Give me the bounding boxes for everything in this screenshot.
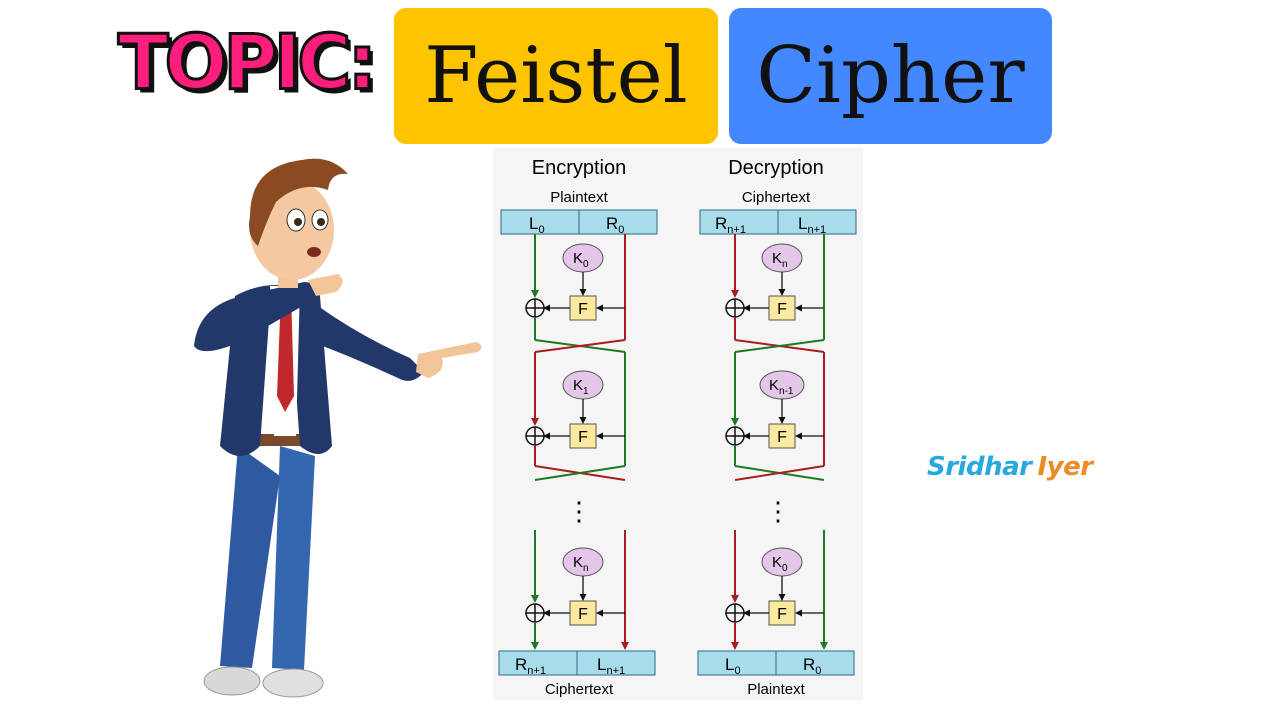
svg-text:F: F <box>777 606 787 623</box>
svg-text:Rn+1: Rn+1 <box>515 655 546 677</box>
svg-text:Kn: Kn <box>772 250 788 270</box>
svg-text:F: F <box>578 606 588 623</box>
svg-text:K1: K1 <box>573 377 589 397</box>
svg-text:F: F <box>578 301 588 318</box>
svg-text:K0: K0 <box>573 250 589 270</box>
feistel-diagram: Encryption Plaintext L0 R0 K0 F <box>493 148 863 700</box>
decryption-round-2: Kn-1 F <box>725 352 825 481</box>
topic-label: TOPIC: <box>116 19 378 107</box>
svg-text:Kn-1: Kn-1 <box>769 377 794 397</box>
encryption-round-n: Kn F <box>525 530 629 650</box>
decryption-ellipsis: ⋮ <box>765 496 791 526</box>
encryption-column: Encryption Plaintext L0 R0 K0 F <box>498 157 658 698</box>
svg-text:R0: R0 <box>803 655 821 677</box>
svg-text:R0: R0 <box>606 214 624 236</box>
svg-text:Kn: Kn <box>573 554 589 574</box>
decryption-output-label: Plaintext <box>747 681 805 698</box>
encryption-output-label: Ciphertext <box>545 681 614 698</box>
title-cipher-box: Cipher <box>729 8 1052 144</box>
svg-text:F: F <box>777 429 787 446</box>
decryption-column: Decryption Ciphertext Rn+1 Ln+1 Kn F <box>697 157 857 698</box>
svg-text:L0: L0 <box>529 214 545 236</box>
decryption-round-n: K0 F <box>725 530 828 650</box>
title-feistel-box: Feistel <box>394 8 718 144</box>
svg-text:Ln+1: Ln+1 <box>798 214 826 236</box>
svg-text:Ln+1: Ln+1 <box>597 655 625 677</box>
businessman-pointing-icon <box>194 158 482 698</box>
encryption-input-label: Plaintext <box>550 189 608 206</box>
encryption-output-block: Rn+1 Ln+1 <box>498 650 656 677</box>
svg-text:Rn+1: Rn+1 <box>715 214 746 236</box>
svg-text:K0: K0 <box>772 554 788 574</box>
decryption-heading: Decryption <box>728 157 824 179</box>
svg-text:L0: L0 <box>725 655 741 677</box>
author-last-name: Iyer <box>1037 452 1093 482</box>
svg-text:F: F <box>777 301 787 318</box>
decryption-input-label: Ciphertext <box>742 189 811 206</box>
decryption-output-block: L0 R0 <box>697 650 855 677</box>
svg-text:F: F <box>578 429 588 446</box>
encryption-heading: Encryption <box>532 157 627 179</box>
encryption-input-block: L0 R0 <box>500 209 658 236</box>
encryption-ellipsis: ⋮ <box>566 496 592 526</box>
encryption-round-1: K0 F <box>525 234 626 353</box>
decryption-input-block: Rn+1 Ln+1 <box>699 209 857 236</box>
author-first-name: Sridhar <box>927 452 1032 482</box>
decryption-round-1: Kn F <box>725 234 825 353</box>
encryption-round-2: K1 F <box>525 352 626 481</box>
